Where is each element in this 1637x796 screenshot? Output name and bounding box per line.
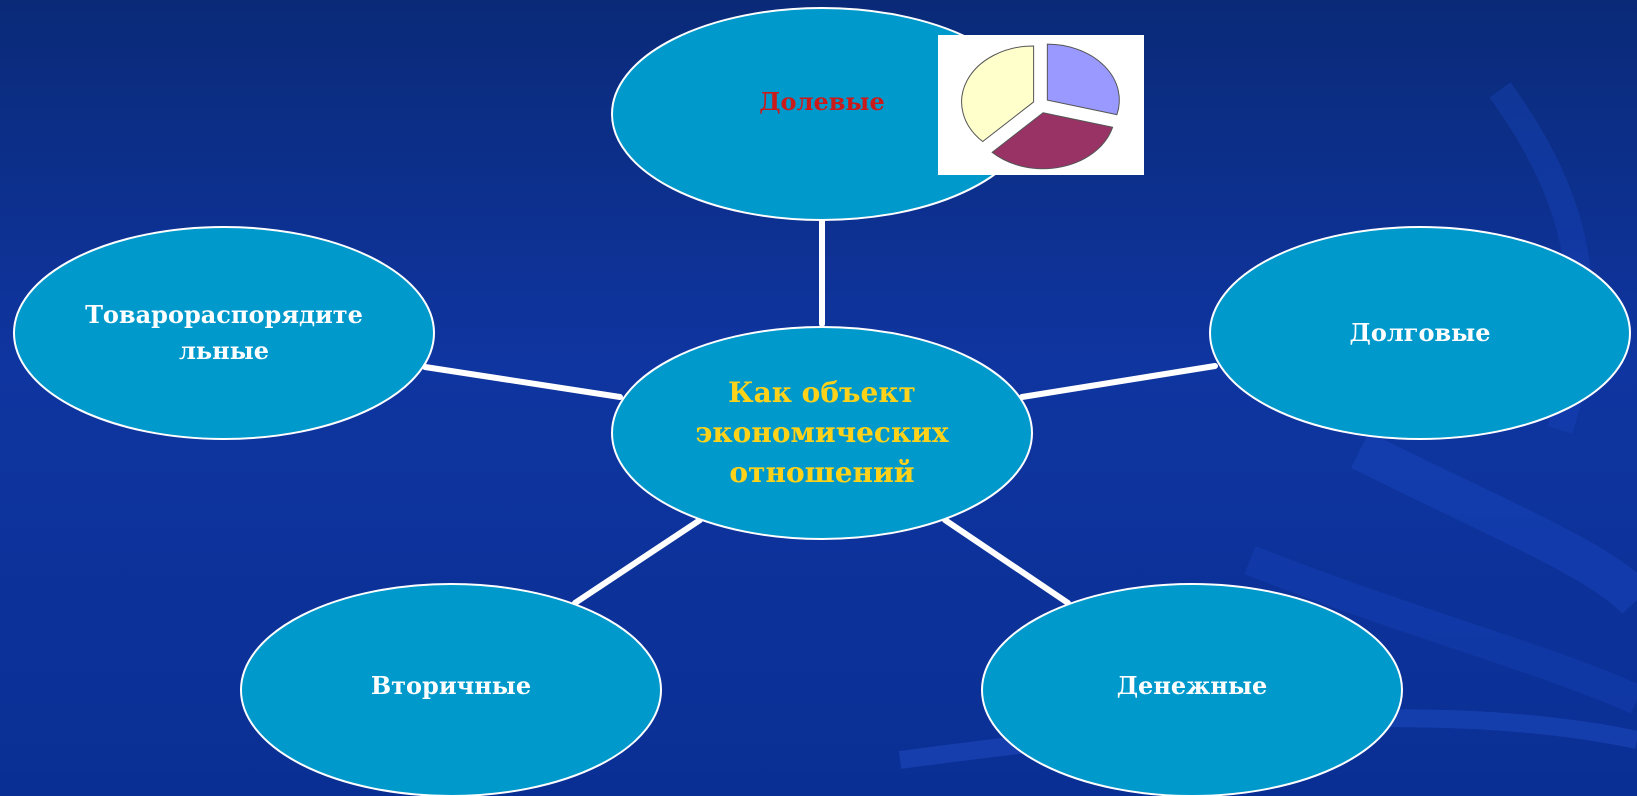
node-bottom-left: Вторичные bbox=[241, 584, 661, 796]
node-right-label: Долговые bbox=[1349, 318, 1491, 347]
node-top: Долевые bbox=[612, 8, 1032, 220]
node-bottom-right-shape bbox=[981, 583, 1403, 796]
pie-slice-blue bbox=[1046, 43, 1120, 116]
node-center-shape bbox=[611, 326, 1033, 540]
node-center: Как объект экономических отношений bbox=[612, 327, 1032, 539]
node-right: Долговые bbox=[1210, 227, 1630, 439]
node-left-label: Товарораспорядите льные bbox=[85, 300, 363, 365]
pie-slice-cream bbox=[961, 45, 1035, 143]
node-bottom-left-shape bbox=[240, 583, 662, 796]
node-center-label: Как объект экономических отношений bbox=[695, 376, 949, 489]
pie-chart-icon bbox=[938, 35, 1144, 175]
connector-bottom-right bbox=[942, 517, 1071, 606]
pie-slice-maroon bbox=[991, 112, 1114, 170]
node-bottom-right: Денежные bbox=[982, 584, 1402, 796]
node-top-label: Долевые bbox=[759, 87, 885, 116]
node-bottom-right-label: Денежные bbox=[1116, 671, 1268, 700]
node-bottom-left-label: Вторичные bbox=[370, 671, 532, 700]
connector-left bbox=[422, 364, 623, 400]
connector-right bbox=[1019, 363, 1218, 400]
node-right-shape bbox=[1209, 226, 1631, 440]
node-left-shape bbox=[13, 226, 435, 440]
connector-bottom-left bbox=[572, 517, 703, 606]
node-left: Товарораспорядите льные bbox=[14, 227, 434, 439]
